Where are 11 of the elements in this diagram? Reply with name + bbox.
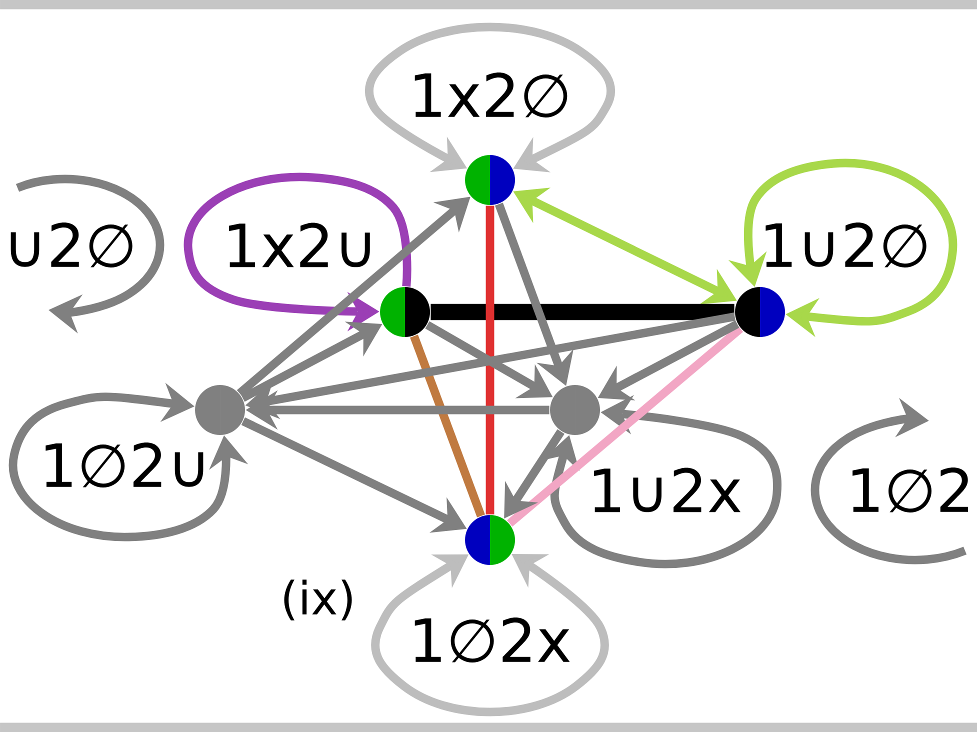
loop-arrow [371, 554, 609, 716]
state-label: 1∪2x [594, 468, 741, 512]
state-label: 1x2∪ [229, 222, 370, 268]
state-label: 1∅2 [852, 468, 968, 512]
state-label: 1∅2∪ [46, 442, 204, 488]
state-label: 1∪2∅ [766, 222, 926, 268]
loop-arrow [364, 22, 615, 172]
state-label: ∪2∅ [10, 222, 132, 268]
state-label: 1x2∅ [414, 72, 568, 118]
state-label: 1∅2x [414, 618, 570, 662]
state-label: (ix) [284, 580, 352, 620]
